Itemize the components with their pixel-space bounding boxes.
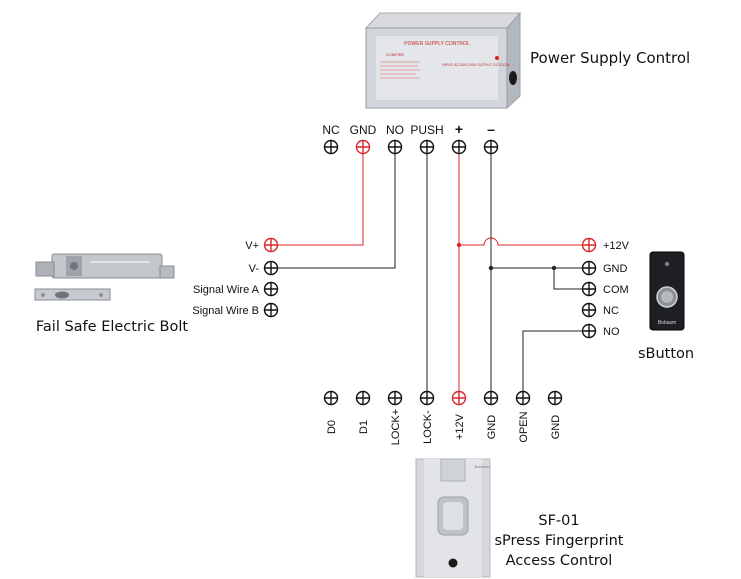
electric-bolt-image — [34, 253, 175, 301]
wires — [278, 153, 582, 392]
ps-label-push: PUSH — [410, 123, 443, 137]
power-supply-spec-text: INPUT: AC100V-240V OUTPUT: DC12V/3A — [442, 63, 510, 67]
terminal-bolt-vplus — [263, 237, 279, 253]
terminal-fp-lockplus — [387, 390, 403, 406]
fingerprint-brand-text: Bobasm — [475, 464, 490, 469]
fingerprint-subtitle: Access Control — [506, 553, 613, 569]
bolt-label-vminus: V- — [249, 263, 260, 275]
fp-label-d1: D1 — [358, 420, 370, 434]
ps-label-gnd: GND — [350, 123, 377, 137]
bolt-label-vplus: V+ — [245, 240, 259, 252]
button-title: sButton — [638, 346, 694, 362]
wire-button-no-to-open — [522, 330, 582, 392]
button-label-gnd: GND — [603, 263, 628, 275]
power-supply-panel-label: POWER SUPPLY CONTROL — [404, 41, 470, 47]
fp-label-open: OPEN — [518, 411, 530, 442]
button-label-no: NO — [603, 326, 620, 338]
bolt-title: Fail Safe Electric Bolt — [36, 319, 188, 335]
terminal-button-com — [581, 281, 597, 297]
ps-label-minus: – — [487, 121, 495, 137]
button-label-nc: NC — [603, 305, 619, 317]
wire-gnd-to-bolt-vplus — [278, 153, 364, 246]
fingerprint-model: SF-01 — [538, 513, 579, 529]
ps-label-plus: + — [455, 121, 463, 137]
terminal-bolt-vminus — [263, 260, 279, 276]
terminal-fp-12v — [451, 390, 467, 406]
terminal-ps-no — [387, 139, 403, 155]
terminal-ps-gnd — [355, 139, 371, 155]
terminal-ps-minus — [483, 139, 499, 155]
fp-label-12v: +12V — [454, 413, 466, 440]
power-supply-title: Power Supply Control — [530, 49, 690, 67]
fp-label-gnd: GND — [486, 415, 498, 440]
fp-label-d0: D0 — [326, 420, 338, 434]
bolt-label-signal-a: Signal Wire A — [193, 284, 260, 296]
button-brand-text: Bobasm — [658, 320, 676, 326]
ps-label-nc: NC — [322, 123, 340, 137]
terminal-fp-gnd — [483, 390, 499, 406]
junction-gnd — [488, 265, 494, 271]
terminal-fp-gnd2 — [547, 390, 563, 406]
wire-plus-to-button-12v — [459, 237, 582, 246]
terminal-button-gnd — [581, 260, 597, 276]
terminal-fp-d1 — [355, 390, 371, 406]
terminal-fp-lockminus — [419, 390, 435, 406]
power-supply-logo-text: COMFIRE — [386, 52, 405, 57]
terminal-fp-d0 — [323, 390, 339, 406]
fingerprint-name: sPress Fingerprint — [495, 533, 624, 549]
junction-com — [551, 265, 557, 271]
terminal-ps-plus — [451, 139, 467, 155]
exit-button-image: Bobasm — [649, 251, 685, 331]
button-label-com: COM — [603, 284, 629, 296]
terminal-bolt-signal-b — [263, 302, 279, 318]
wire-button-com — [553, 268, 582, 290]
terminals — [263, 139, 597, 406]
fingerprint-reader-image: Bobasm — [415, 458, 491, 578]
junction-red — [456, 242, 462, 248]
terminal-fp-open — [515, 390, 531, 406]
wire-no-to-bolt-vminus — [278, 153, 396, 269]
terminal-button-nc — [581, 302, 597, 318]
power-supply-image: POWER SUPPLY CONTROL COMFIRE INPUT: AC10… — [364, 11, 522, 110]
terminal-bolt-signal-a — [263, 281, 279, 297]
terminal-button-12v — [581, 237, 597, 253]
fp-label-gnd2: GND — [550, 415, 562, 440]
button-label-12v: +12V — [603, 240, 630, 252]
fp-label-lockplus: LOCK+ — [390, 409, 402, 445]
bolt-label-signal-b: Signal Wire B — [192, 305, 259, 317]
ps-label-no: NO — [386, 123, 404, 137]
terminal-ps-nc — [323, 139, 339, 155]
terminal-button-no — [581, 323, 597, 339]
fp-label-lockminus: LOCK- — [422, 410, 434, 444]
terminal-ps-push — [419, 139, 435, 155]
